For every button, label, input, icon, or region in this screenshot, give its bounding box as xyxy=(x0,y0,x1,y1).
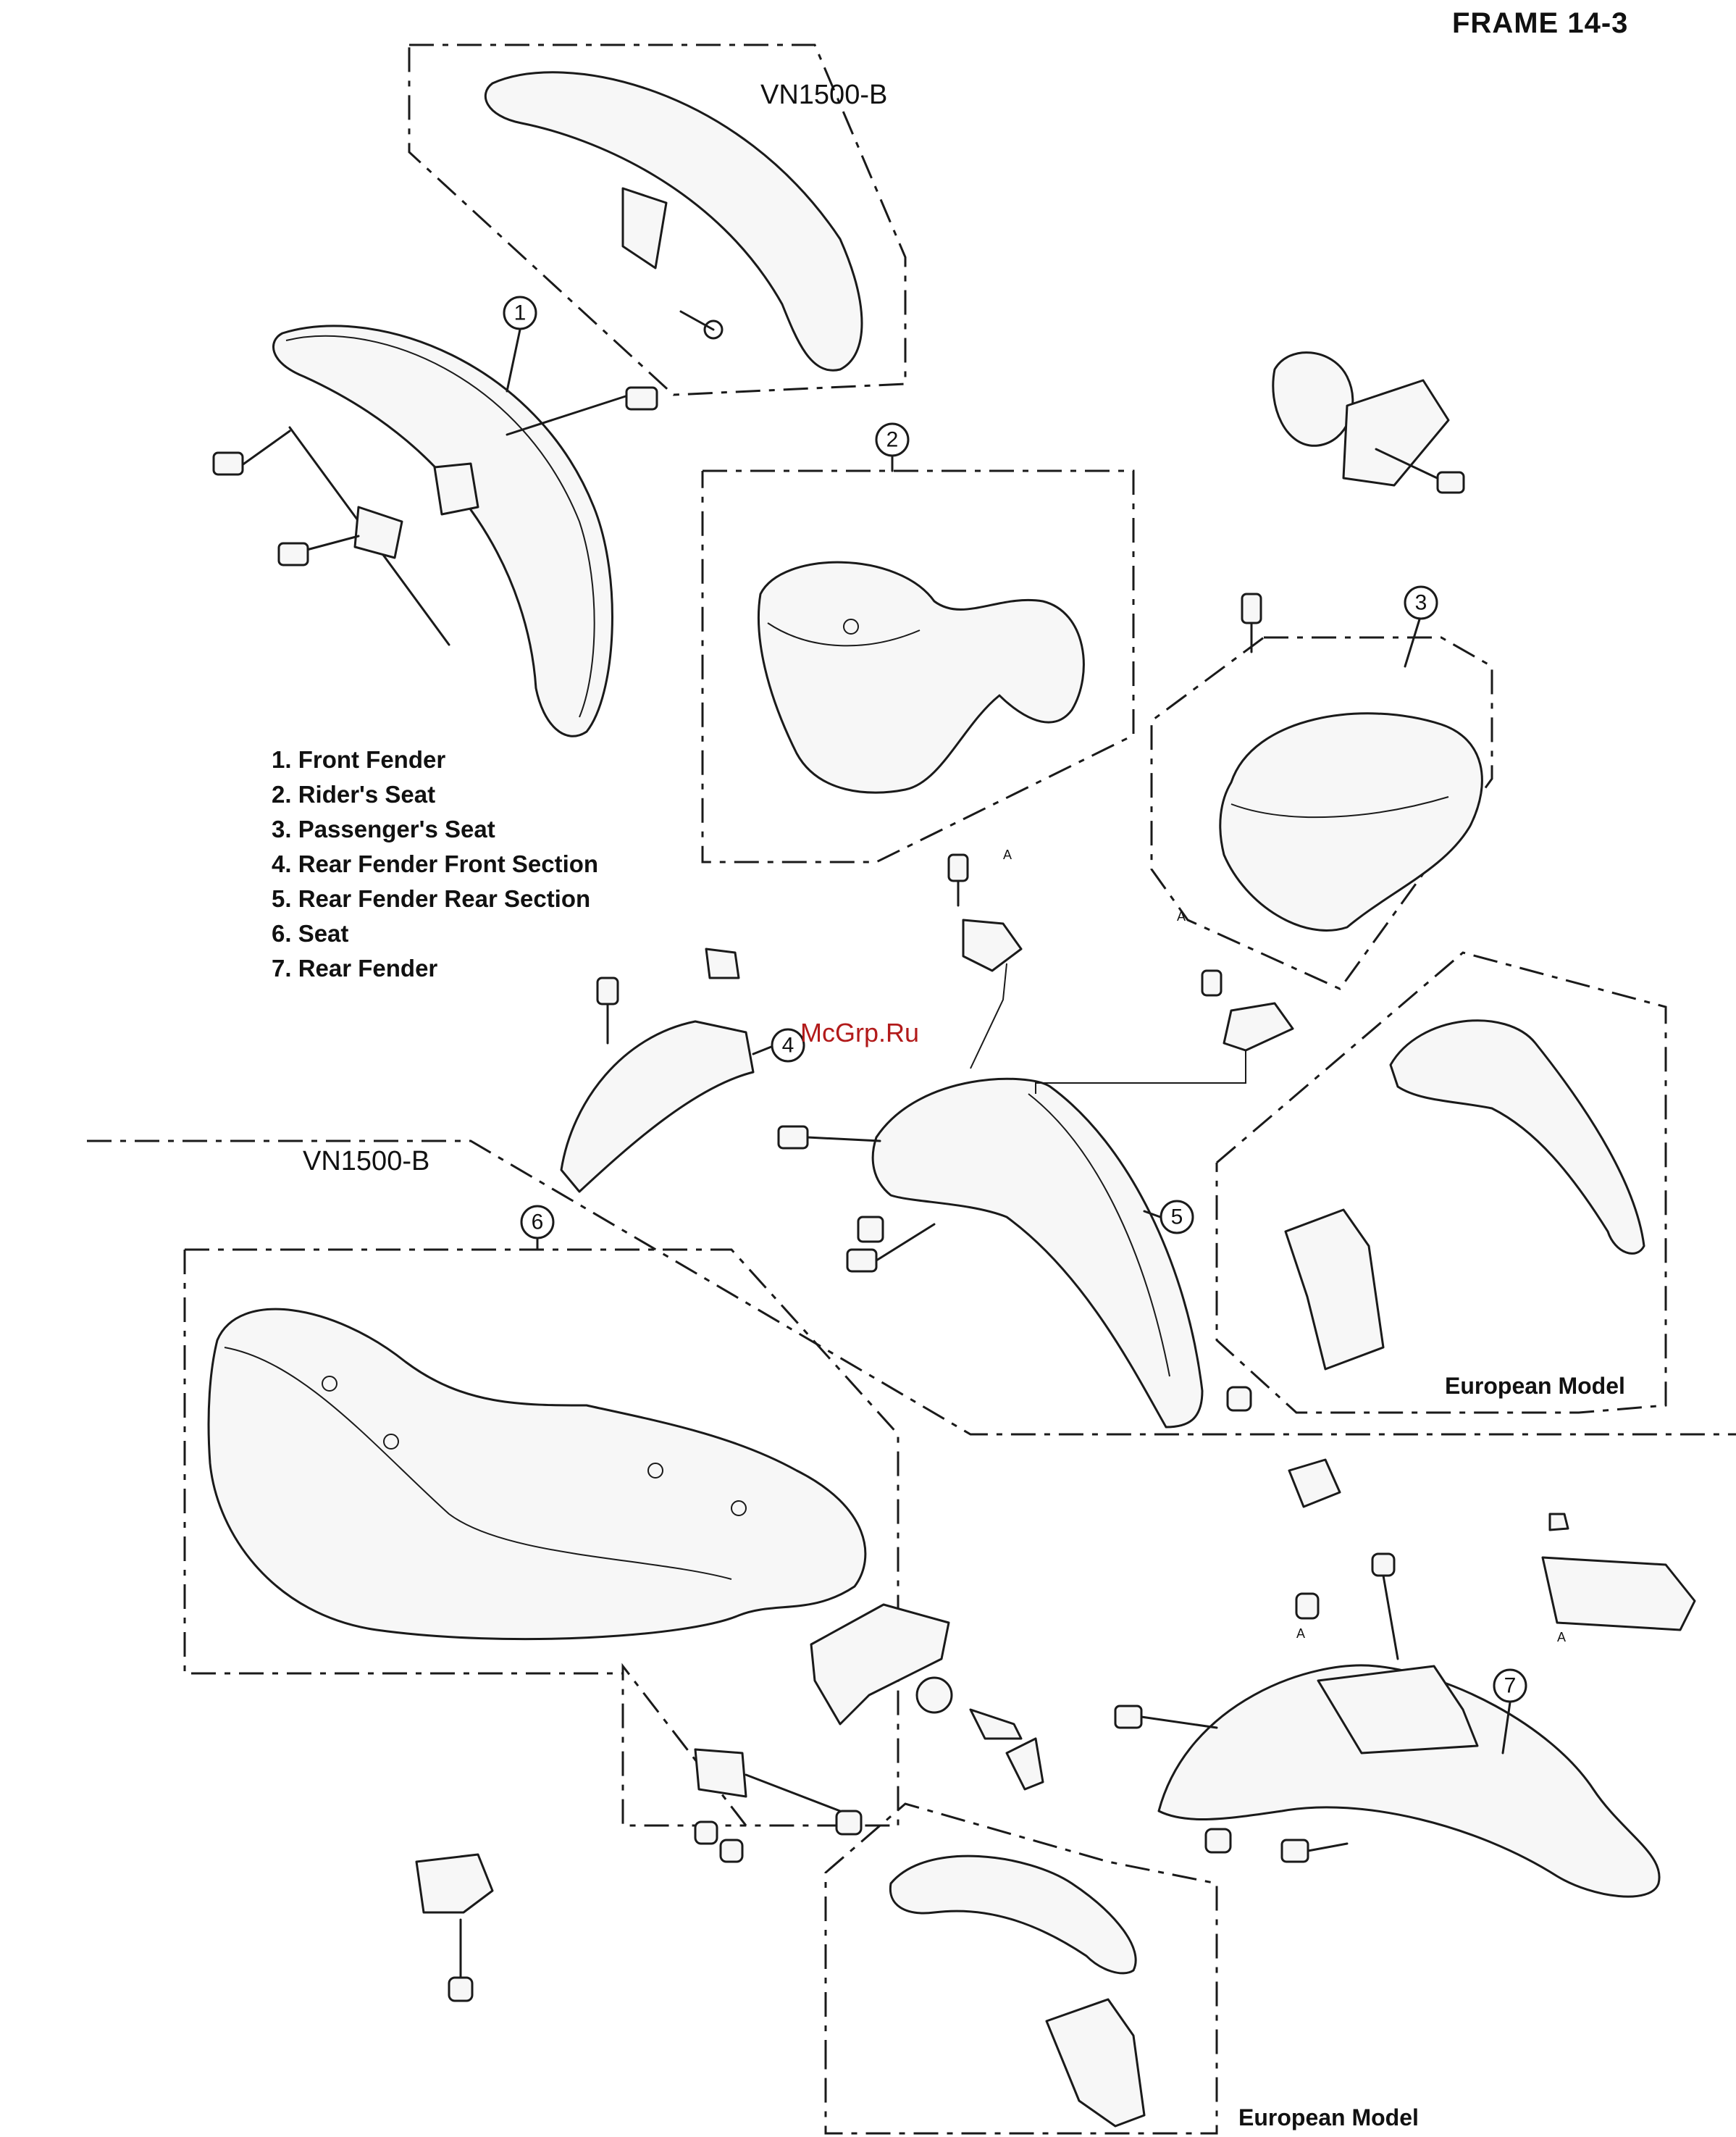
svg-text:5: 5 xyxy=(1171,1205,1183,1229)
legend-item-front-fender: 1. Front Fender xyxy=(272,743,598,777)
callout-6: 6 xyxy=(521,1206,553,1250)
european-model-label-bottom: European Model xyxy=(1238,2104,1419,2131)
legend-item-rear-fender-front-section: 4. Rear Fender Front Section xyxy=(272,847,598,882)
reference-mark-a-1: A xyxy=(1003,848,1012,863)
legend-item-rear-fender: 7. Rear Fender xyxy=(272,951,598,986)
legend-item-riders-seat: 2. Rider's Seat xyxy=(272,777,598,812)
riders-seat-box xyxy=(703,471,1133,862)
front-fender xyxy=(214,326,657,736)
callout-1: 1 xyxy=(504,297,536,391)
seat-box xyxy=(185,1250,898,2001)
page-heading: FRAME 14-3 xyxy=(1452,7,1628,40)
passengers-seat-box xyxy=(1152,594,1492,989)
reflector-assembly xyxy=(1273,353,1464,493)
callout-3: 3 xyxy=(1405,587,1437,666)
model-label-top: VN1500-B xyxy=(760,80,887,111)
legend-item-seat: 6. Seat xyxy=(272,916,598,951)
watermark: McGrp.Ru xyxy=(800,1018,919,1048)
svg-text:1: 1 xyxy=(514,301,527,325)
seat-lock-parts xyxy=(811,1605,1043,1789)
rear-fender-rear-section xyxy=(779,855,1293,1427)
reference-mark-a-4: A xyxy=(1557,1630,1566,1645)
model-label-mid: VN1500-B xyxy=(303,1146,429,1177)
callout-4: 4 xyxy=(753,1029,804,1061)
rear-fender xyxy=(1115,1460,1695,1896)
reference-mark-a-3: A xyxy=(1296,1626,1305,1642)
svg-text:7: 7 xyxy=(1504,1674,1517,1698)
parts-legend: 1. Front Fender 2. Rider's Seat 3. Passe… xyxy=(272,743,598,986)
legend-item-passengers-seat: 3. Passenger's Seat xyxy=(272,812,598,847)
european-model-label-middle: European Model xyxy=(1445,1373,1625,1400)
european-model-box-bottom xyxy=(826,1804,1217,2133)
callout-2: 2 xyxy=(876,424,908,471)
svg-text:6: 6 xyxy=(532,1210,544,1234)
svg-text:3: 3 xyxy=(1415,591,1427,615)
legend-item-rear-fender-rear-section: 5. Rear Fender Rear Section xyxy=(272,882,598,916)
svg-text:2: 2 xyxy=(886,428,899,452)
reference-mark-a-2: A xyxy=(1177,909,1186,924)
svg-text:4: 4 xyxy=(782,1034,794,1058)
